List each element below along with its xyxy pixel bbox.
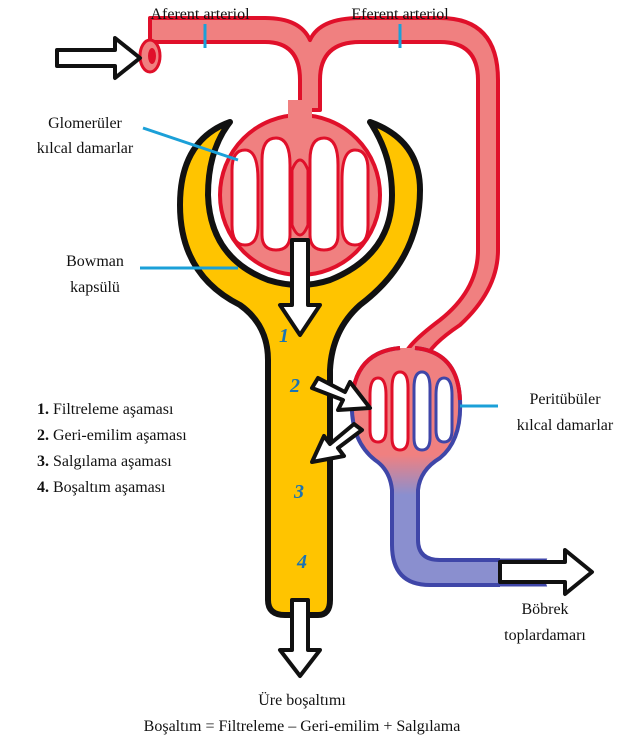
legend-item: 1. Filtreleme aşaması bbox=[37, 401, 174, 418]
peritubular-label-2: kılcal damarlar bbox=[517, 417, 614, 434]
legend-item: 4. Boşaltım aşaması bbox=[37, 479, 166, 496]
stage-marker-1: 1 bbox=[279, 325, 289, 347]
efferent-label: Eferent arteriol bbox=[351, 6, 449, 23]
bowman-label-1: Bowman bbox=[66, 253, 124, 270]
outflow-arrow bbox=[500, 550, 592, 594]
legend-item: 3. Salgılama aşaması bbox=[37, 453, 172, 470]
stage-marker-4: 4 bbox=[296, 551, 307, 573]
renal-vein-label-1: Böbrek bbox=[521, 601, 568, 618]
glomerular-label-2: kılcal damarlar bbox=[37, 140, 134, 157]
caption-line-1: Üre boşaltımı bbox=[258, 691, 346, 709]
inflow-arrow bbox=[57, 38, 140, 78]
afferent-label: Aferent arteriol bbox=[150, 6, 250, 23]
bowman-label-2: kapsülü bbox=[70, 279, 120, 296]
glomerular-label-1: Glomerüler bbox=[48, 115, 122, 132]
renal-vein-label-2: toplardamarı bbox=[504, 627, 586, 644]
caption-formula: Boşaltım = Filtreleme – Geri-emilim + Sa… bbox=[144, 718, 461, 735]
stage-marker-3: 3 bbox=[293, 481, 304, 503]
peritubular-label-1: Peritübüler bbox=[529, 391, 601, 408]
legend-item: 2. Geri-emilim aşaması bbox=[37, 427, 187, 444]
stage-marker-2: 2 bbox=[289, 375, 300, 397]
legend: 1. Filtreleme aşaması 2. Geri-emilim aşa… bbox=[37, 401, 187, 496]
